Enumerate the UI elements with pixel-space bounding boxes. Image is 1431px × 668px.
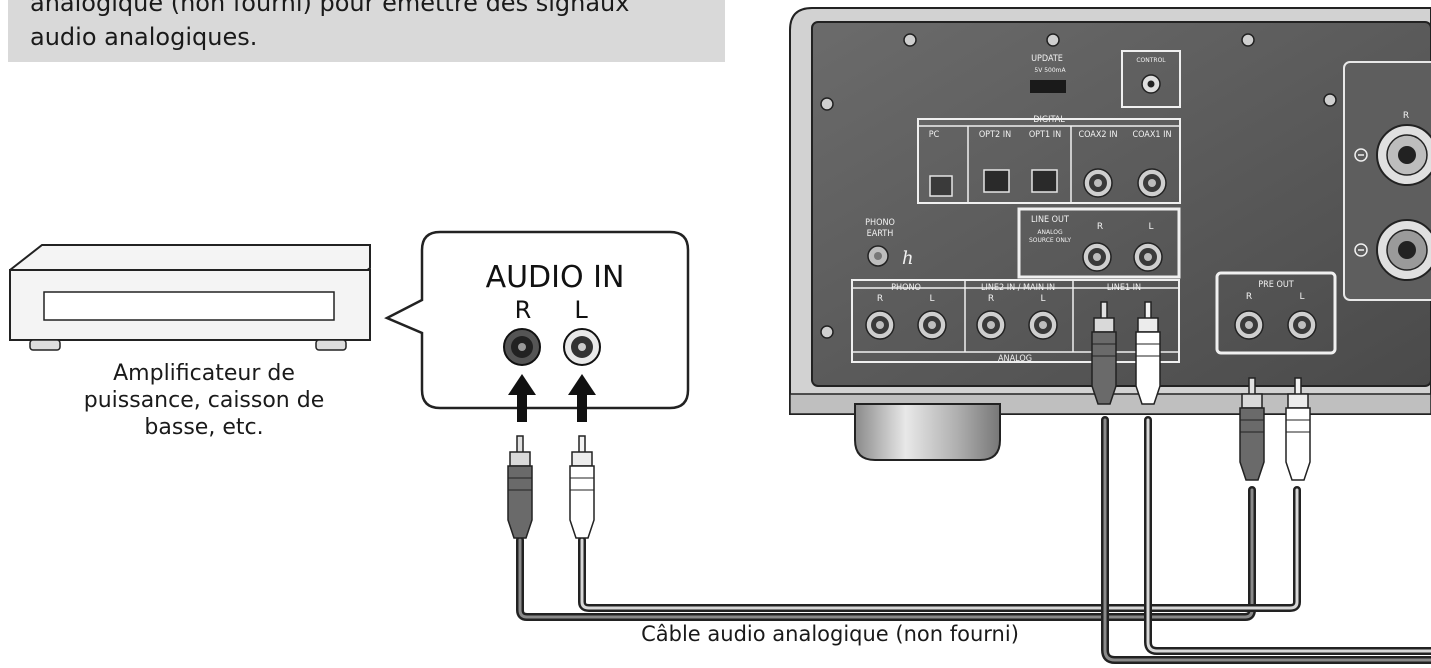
phono-l-mark: L (929, 294, 934, 304)
line-out-r-mark: R (1097, 222, 1103, 232)
line1-plug-white (1135, 301, 1161, 405)
pre-out-l-mark: L (1299, 292, 1304, 302)
coax2-jack (1083, 168, 1113, 198)
ground-symbol-icon: ℎ (902, 248, 914, 269)
line2-l-jack (1028, 310, 1058, 340)
opt1-label: OPT1 IN (1029, 130, 1061, 140)
speaker-terminal-2 (1376, 219, 1431, 281)
note-line-1: analogique (non fourni) pour émettre des… (30, 0, 630, 17)
speaker-minus-icon (1354, 243, 1368, 257)
coax2-label: COAX2 IN (1078, 130, 1117, 140)
usb-port (1030, 80, 1066, 93)
speaker-terminal-1 (1376, 124, 1431, 186)
line2-r-jack (976, 310, 1006, 340)
phono-r-jack (865, 310, 895, 340)
line-out-r-jack (1082, 242, 1112, 272)
update-spec: 5V 500mA (1034, 67, 1066, 74)
phono-earth-label-2: EARTH (867, 229, 894, 239)
line1-label: LINE1 IN (1107, 283, 1141, 293)
line2-label: LINE2 IN / MAIN IN (981, 283, 1055, 293)
opt2-label: OPT2 IN (979, 130, 1011, 140)
speaker-minus-icon (1354, 148, 1368, 162)
analog-label: ANALOG (998, 354, 1032, 364)
audio-in-title: AUDIO IN (486, 260, 625, 295)
rca-plug-red (507, 435, 533, 539)
line1-plug-red (1091, 301, 1117, 405)
line-out-l-mark: L (1148, 222, 1153, 232)
amplifier-caption-line-3: basse, etc. (144, 415, 264, 440)
rca-plug-white (569, 435, 595, 539)
amplifier-device (9, 244, 371, 351)
pc-label: PC (929, 130, 940, 140)
line-out-sub-2: SOURCE ONLY (1029, 237, 1071, 244)
speaker-r-mark: R (1403, 111, 1409, 121)
update-label: UPDATE (1031, 54, 1063, 64)
phono-label: PHONO (891, 283, 921, 293)
coax1-jack (1137, 168, 1167, 198)
digital-label: DIGITAL (1033, 115, 1065, 125)
arrow-up-icon (508, 374, 536, 422)
phono-l-jack (917, 310, 947, 340)
earth-terminal (867, 245, 889, 267)
amplifier-caption: Amplificateur de puissance, caisson de b… (60, 360, 348, 441)
pre-out-label: PRE OUT (1258, 280, 1293, 290)
amplifier-caption-line-1: Amplificateur de (113, 361, 295, 386)
optical-port-1 (1031, 169, 1058, 193)
pc-usb-b-port (929, 175, 953, 197)
pre-out-r-jack (1234, 310, 1264, 340)
control-jack (1141, 74, 1161, 94)
control-label: CONTROL (1136, 57, 1166, 64)
audio-in-r-jack (503, 328, 541, 366)
phono-earth-label-1: PHONO (865, 218, 895, 228)
line-out-sub-1: ANALOG (1037, 229, 1063, 236)
coax1-label: COAX1 IN (1132, 130, 1171, 140)
phono-r-mark: R (877, 294, 883, 304)
note-line-2: audio analogiques. (30, 23, 258, 51)
cable-lines (516, 416, 1431, 664)
audio-in-r-label: R (515, 296, 532, 324)
pre-out-plug-red (1239, 377, 1265, 481)
arrow-up-icon (568, 374, 596, 422)
audio-in-l-label: L (574, 296, 588, 324)
line-out-label: LINE OUT (1031, 215, 1069, 225)
audio-in-l-jack (563, 328, 601, 366)
pre-out-plug-white (1285, 377, 1311, 481)
rear-panel: UPDATE 5V 500mA CONTROL DIGITAL PC OPT2 … (789, 7, 1431, 461)
pre-out-l-jack (1287, 310, 1317, 340)
note-box (8, 0, 725, 62)
audio-in-callout: AUDIO IN R L (384, 230, 690, 422)
line-out-l-jack (1133, 242, 1163, 272)
line2-r-mark: R (988, 294, 994, 304)
line2-l-mark: L (1040, 294, 1045, 304)
cable-caption: Câble audio analogique (non fourni) (641, 622, 1019, 646)
pre-out-r-mark: R (1246, 292, 1252, 302)
optical-port-2 (983, 169, 1010, 193)
amplifier-caption-line-2: puissance, caisson de (83, 388, 325, 413)
